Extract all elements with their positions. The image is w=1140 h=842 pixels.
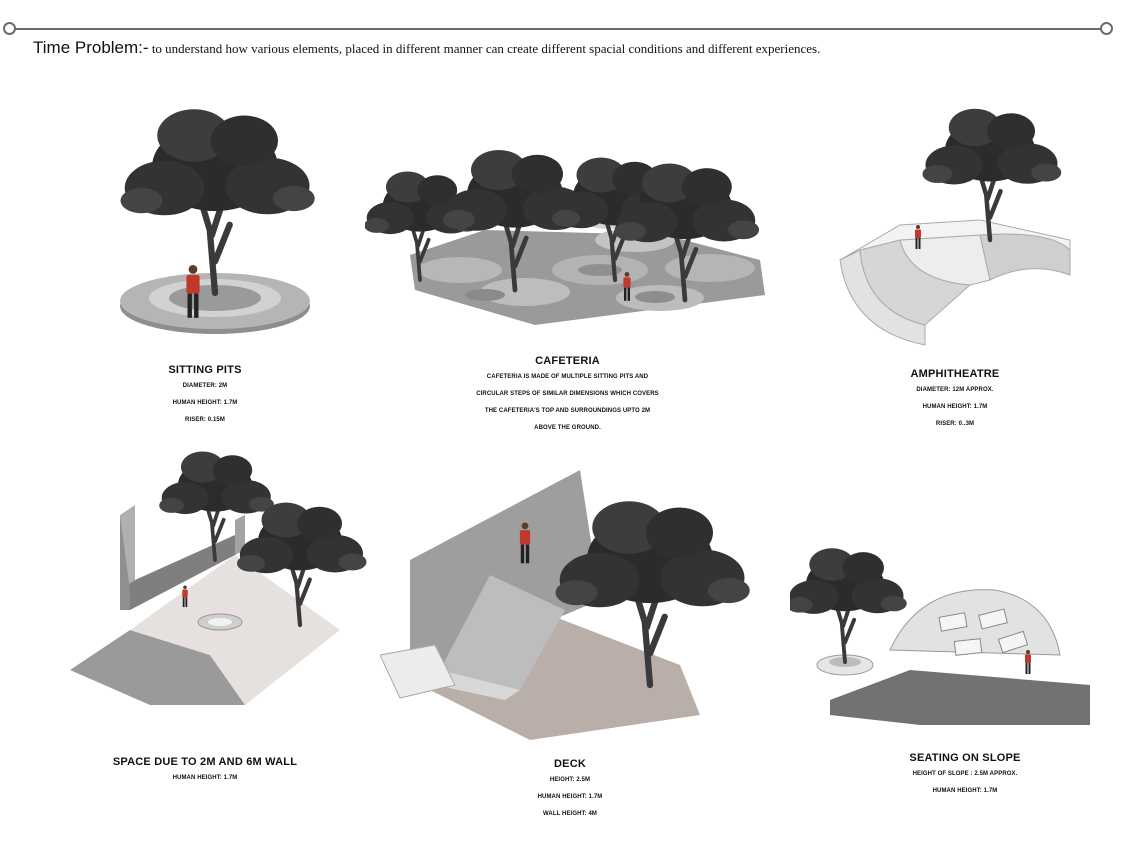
slope-title: SEATING ON SLOPE [909,752,1021,764]
sitting-pits-title: SITTING PITS [168,364,242,376]
page-header: Time Problem:- to understand how various… [33,38,1123,58]
wall-space-title: SPACE DUE TO 2M AND 6M WALL [112,756,298,768]
wall-space-human-height: HUMAN HEIGHT: 1.7M [172,775,238,781]
sitting-pits-illustration [80,68,370,334]
caption-cafeteria: CAFETERIA CAFETERIA IS MADE OF MULTIPLE … [400,355,735,442]
deck-illustration [380,470,790,740]
slope-height: HEIGHT OF SLOPE : 2.5M APPROX. [912,771,1018,777]
header-title: Time Problem:- [33,38,149,57]
sitting-pits-human-height: HUMAN HEIGHT: 1.7M [172,400,238,406]
caption-wall-space: SPACE DUE TO 2M AND 6M WALL HUMAN HEIGHT… [85,756,325,792]
cafeteria-title: CAFETERIA [535,355,600,367]
amphitheatre-diameter: DIAMETER: 12M APPROX. [916,387,994,393]
cafeteria-line-2: CIRCULAR STEPS OF SIMILAR DIMENSIONS WHI… [476,391,659,397]
cafeteria-line-1: CAFETERIA IS MADE OF MULTIPLE SITTING PI… [486,374,649,380]
deck-title: DECK [554,758,586,770]
top-rule [10,28,1104,30]
amphitheatre-human-height: HUMAN HEIGHT: 1.7M [922,404,988,410]
cafeteria-line-4: ABOVE THE GROUND. [534,425,601,431]
rule-end-dot [1100,22,1113,35]
sitting-pits-diameter: DIAMETER: 2M [182,383,228,389]
wall-space-illustration [70,450,380,705]
caption-sitting-pits: SITTING PITS DIAMETER: 2M HUMAN HEIGHT: … [95,364,315,434]
cafeteria-illustration [365,120,765,325]
rule-start-dot [3,22,16,35]
header-description: to understand how various elements, plac… [151,41,821,56]
caption-slope: SEATING ON SLOPE HEIGHT OF SLOPE : 2.5M … [860,752,1070,805]
amphitheatre-illustration [839,100,1071,346]
amphitheatre-title: AMPHITHEATRE [910,368,1000,380]
deck-wall-height: WALL HEIGHT: 4M [542,811,598,817]
slope-illustration [790,546,1090,725]
sitting-pits-riser: RISER: 0.15M [185,417,225,423]
caption-amphitheatre: AMPHITHEATRE DIAMETER: 12M APPROX. HUMAN… [855,368,1055,438]
deck-height: HEIGHT: 2.5M [549,777,591,783]
amphitheatre-riser: RISER: 0..3M [935,421,975,427]
caption-deck: DECK HEIGHT: 2.5M HUMAN HEIGHT: 1.7M WAL… [470,758,670,828]
deck-human-height: HUMAN HEIGHT: 1.7M [537,794,603,800]
slope-human-height: HUMAN HEIGHT: 1.7M [932,788,998,794]
cafeteria-line-3: THE CAFETERIA'S TOP AND SURROUNDINGS UPT… [484,408,651,414]
